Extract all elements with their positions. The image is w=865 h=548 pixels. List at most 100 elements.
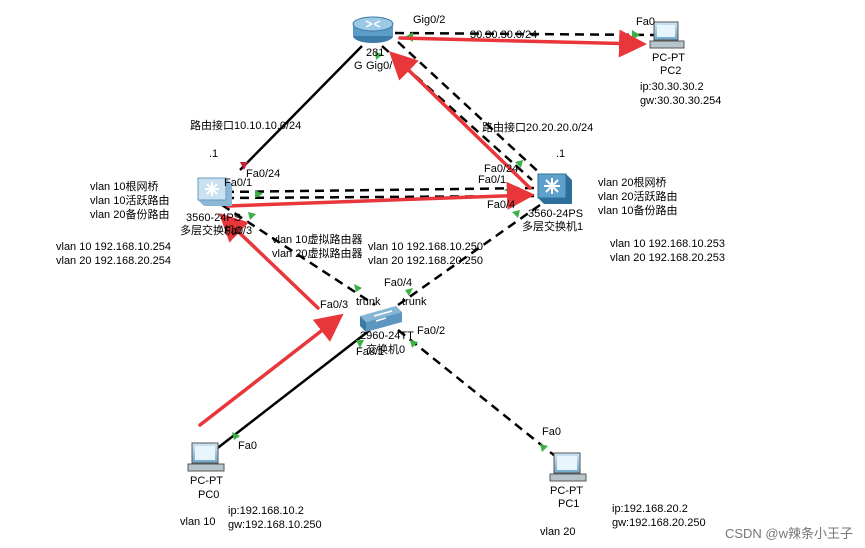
link-router-msw0 bbox=[239, 45, 363, 171]
router-port-gig02: Gig0/2 bbox=[413, 14, 446, 26]
msw1-info: vlan 20根网桥 vlan 20活跃路由 vlan 10备份路由 bbox=[598, 176, 677, 218]
msw0-port-fa01: Fa0/1 bbox=[224, 177, 253, 189]
link-msw0-msw1 bbox=[224, 186, 536, 194]
arrow-msw0-to-msw1 bbox=[226, 181, 535, 210]
pc1-vlan: vlan 20 bbox=[540, 526, 576, 538]
msw0-info: vlan 10根网桥 vlan 10活跃路由 vlan 20备份路由 bbox=[90, 180, 169, 222]
port-indicator bbox=[410, 340, 418, 348]
port-indicator bbox=[632, 30, 640, 40]
pc0-gw: gw:192.168.10.250 bbox=[228, 519, 322, 531]
pc2-ip: ip:30.30.30.2 bbox=[640, 81, 704, 93]
link-label-router-msw0: 路由接口10.10.10.0/24 bbox=[190, 120, 302, 132]
sw-port-fa01: Fa0/1 bbox=[356, 346, 385, 358]
virtual-ip-line: vlan 20 192.168.20.250 bbox=[368, 255, 483, 267]
msw0-ips: vlan 10 192.168.10.254 vlan 20 192.168.2… bbox=[56, 240, 171, 268]
pc1-name: PC1 bbox=[558, 498, 580, 510]
port-indicator bbox=[512, 210, 520, 218]
pc0-name: PC0 bbox=[198, 489, 220, 501]
port-indicator bbox=[356, 340, 364, 348]
arrow-pc0-to-sw bbox=[198, 313, 344, 427]
msw1-ip-line: vlan 10 192.168.10.253 bbox=[610, 238, 725, 250]
msw0-port-fa024: Fa0/24 bbox=[246, 168, 281, 180]
msw1-ips: vlan 10 192.168.10.253 vlan 20 192.168.2… bbox=[610, 237, 725, 265]
port-indicator bbox=[540, 444, 548, 452]
port-indicator bbox=[248, 212, 256, 220]
router-port-gig0: Gig0/ bbox=[366, 60, 393, 72]
pc2-type: PC-PT bbox=[652, 52, 685, 64]
msw1-info-line: vlan 20根网桥 bbox=[598, 177, 667, 189]
link-router-msw1-b bbox=[397, 41, 546, 179]
msw1-info-line: vlan 10备份路由 bbox=[598, 205, 678, 217]
msw0-info-line: vlan 10根网桥 bbox=[90, 181, 159, 193]
msw1-name: 多层交换机1 bbox=[522, 221, 584, 233]
msw0-ip-line: vlan 10 192.168.10.254 bbox=[56, 241, 171, 253]
router-icon[interactable] bbox=[352, 16, 394, 43]
msw0-port-fa03: Fa0/3 bbox=[224, 225, 253, 237]
pc0-icon[interactable] bbox=[187, 442, 225, 472]
link-label-router-pc2: 30.30.30.0/24 bbox=[470, 29, 538, 41]
port-indicator bbox=[405, 288, 413, 296]
port-indicator bbox=[232, 432, 240, 440]
port-indicator bbox=[354, 284, 362, 292]
msw1-ip-line: vlan 20 192.168.20.253 bbox=[610, 252, 725, 264]
pc0-type: PC-PT bbox=[190, 475, 223, 487]
port-indicators bbox=[232, 30, 640, 452]
link-sw-pc0 bbox=[214, 329, 371, 451]
arrow-msw1-to-router bbox=[388, 51, 532, 190]
port-indicator bbox=[504, 186, 512, 194]
port-indicator bbox=[255, 190, 263, 198]
virtual-router-line: vlan 10虚拟路由器 bbox=[272, 234, 363, 246]
multilayer-switch-1-icon[interactable] bbox=[537, 173, 572, 204]
multilayer-switch-0-icon[interactable] bbox=[197, 177, 232, 206]
virtual-ip-info: vlan 10 192.168.10.250 vlan 20 192.168.2… bbox=[368, 240, 483, 268]
msw1-port-fa01: Fa0/1 bbox=[478, 174, 507, 186]
router-model-partial: 281 bbox=[366, 47, 385, 59]
msw0-info-line: vlan 20备份路由 bbox=[90, 209, 170, 221]
arrow-sw-to-msw0 bbox=[218, 213, 320, 310]
pc1-ip: ip:192.168.20.2 bbox=[612, 503, 688, 515]
watermark: CSDN @w辣条小王子 bbox=[724, 526, 853, 541]
virtual-ip-line: vlan 10 192.168.10.250 bbox=[368, 241, 483, 253]
pc0-vlan: vlan 10 bbox=[180, 516, 216, 528]
virtual-router-info: vlan 10虚拟路由器 vlan 20虚拟路由器 bbox=[272, 233, 362, 261]
msw1-dot1: .1 bbox=[556, 148, 566, 160]
sw-port-fa04: Fa0/4 bbox=[384, 277, 413, 289]
pc2-icon[interactable] bbox=[649, 21, 685, 49]
sw-model: 2960-24TT bbox=[360, 330, 414, 342]
router-name-partial: G bbox=[354, 60, 363, 72]
sw-port-fa02: Fa0/2 bbox=[417, 325, 446, 337]
traffic-path bbox=[198, 29, 647, 427]
pc0-port: Fa0 bbox=[238, 440, 257, 452]
msw1-port-fa04: Fa0/4 bbox=[487, 199, 516, 211]
pc2-name: PC2 bbox=[660, 65, 682, 77]
pc0-ip: ip:192.168.10.2 bbox=[228, 505, 304, 517]
msw1-model: 3560-24PS bbox=[528, 208, 584, 220]
msw1-port-fa024: Fa0/24 bbox=[484, 163, 519, 175]
link-label-router-msw1: 路由接口20.20.20.0/24 bbox=[482, 122, 594, 134]
sw-trunk-right: trunk bbox=[402, 296, 427, 308]
msw0-info-line: vlan 10活跃路由 bbox=[90, 195, 170, 207]
msw0-dot1: .1 bbox=[209, 148, 219, 160]
pc1-port: Fa0 bbox=[542, 426, 561, 438]
pc1-icon[interactable] bbox=[549, 452, 587, 482]
port-indicator bbox=[375, 52, 383, 60]
msw1-info-line: vlan 20活跃路由 bbox=[598, 191, 678, 203]
port-indicator bbox=[515, 160, 523, 168]
pc1-gw: gw:192.168.20.250 bbox=[612, 517, 706, 529]
pc2-gw: gw:30.30.30.254 bbox=[640, 95, 722, 107]
pc2-port: Fa0 bbox=[636, 16, 655, 28]
sw-port-fa03: Fa0/3 bbox=[320, 299, 349, 311]
msw0-model: 3560-24PS bbox=[186, 212, 242, 224]
msw0-ip-line: vlan 20 192.168.20.254 bbox=[56, 255, 171, 267]
link-router-pc2 bbox=[394, 31, 656, 37]
link-sw-pc1 bbox=[397, 329, 561, 461]
virtual-router-line: vlan 20虚拟路由器 bbox=[272, 248, 363, 260]
pc1-type: PC-PT bbox=[550, 485, 583, 497]
port-indicator bbox=[240, 162, 248, 170]
switch-2960-icon[interactable] bbox=[360, 306, 402, 332]
sw-trunk-left: trunk bbox=[356, 296, 381, 308]
arrow-router-to-pc2 bbox=[398, 29, 647, 58]
msw0-name: 多层交换机0 bbox=[180, 225, 242, 237]
sw-name: 交换机0 bbox=[366, 344, 406, 356]
